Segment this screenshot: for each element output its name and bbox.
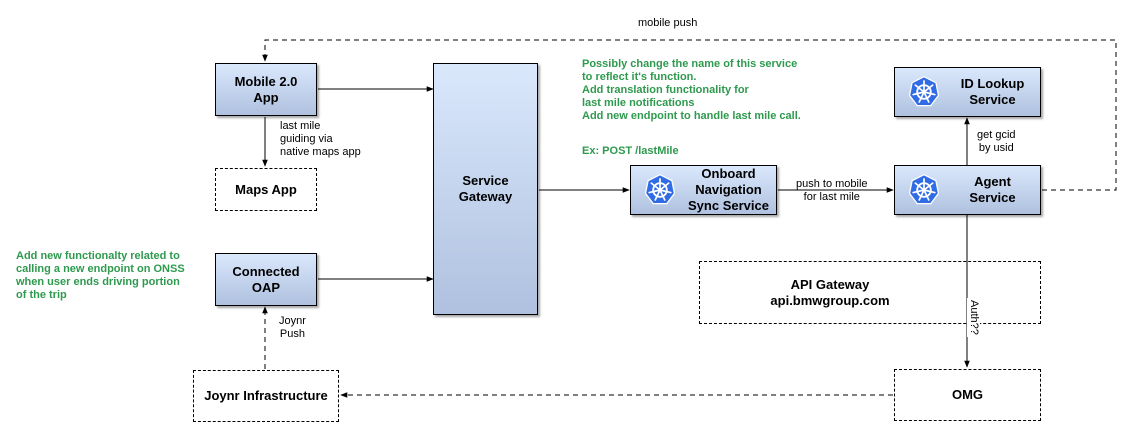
get-gcid-label: get gcid by usid (977, 129, 1016, 154)
joynr-push-label: Joynr Push (279, 315, 306, 340)
endpoint-example-note: Ex: POST /lastMile (582, 145, 679, 157)
service-gateway-label: Service Gateway (458, 173, 513, 204)
service-gateway-node[interactable]: Service Gateway (433, 63, 538, 315)
omg-label: OMG (951, 387, 984, 402)
joynr-infrastructure-label: Joynr Infrastructure (204, 388, 328, 403)
auth-label: Auth?? (967, 298, 980, 337)
last-mile-label: last mile guiding via native maps app (280, 120, 361, 158)
onboard-navigation-label: Onboard Navigation Sync Service (688, 166, 769, 213)
api-gateway-node[interactable]: API Gateway api.bmwgroup.com (699, 261, 1041, 324)
id-lookup-label: ID Lookup Service (960, 76, 1025, 107)
connected-oap-label: Connected OAP (232, 263, 300, 295)
edge-mobile-push (262, 39, 1117, 191)
agent-service-node[interactable]: Agent Service (894, 165, 1041, 215)
connected-oap-node[interactable]: Connected OAP (215, 253, 317, 306)
onboard-navigation-node[interactable]: Onboard Navigation Sync Service (630, 165, 777, 215)
mobile-app-node[interactable]: Mobile 2.0 App (215, 63, 317, 116)
id-lookup-node[interactable]: ID Lookup Service (894, 67, 1041, 117)
oap-functionality-note: Add new functionalty related to calling … (16, 250, 185, 301)
mobile-push-label: mobile push (638, 17, 698, 29)
maps-app-label: Maps App (235, 181, 297, 197)
agent-service-label: Agent Service (969, 174, 1016, 205)
kubernetes-icon (908, 75, 940, 107)
kubernetes-icon (908, 173, 940, 205)
maps-app-node[interactable]: Maps App (215, 168, 317, 211)
joynr-infrastructure-node[interactable]: Joynr Infrastructure (193, 370, 339, 422)
omg-node[interactable]: OMG (894, 369, 1041, 421)
mobile-app-label: Mobile 2.0 App (234, 73, 298, 105)
push-to-mobile-label: push to mobile for last mile (796, 178, 868, 203)
service-change-note: Possibly change the name of this service… (582, 58, 801, 122)
kubernetes-icon (644, 173, 676, 205)
api-gateway-label: API Gateway api.bmwgroup.com (770, 276, 890, 308)
